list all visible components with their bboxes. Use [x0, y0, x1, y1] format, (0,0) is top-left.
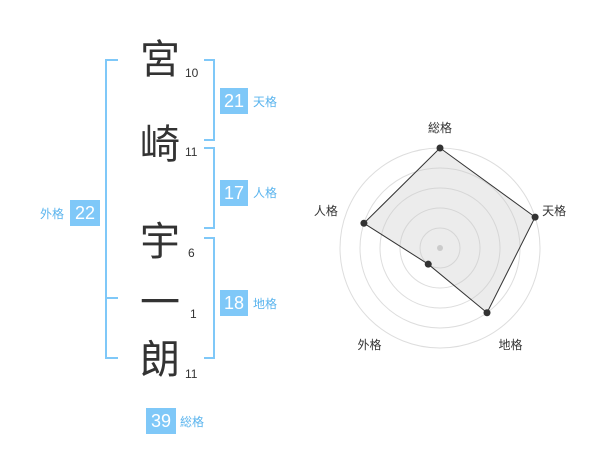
radar-polygon [363, 147, 536, 314]
chikaku-bracket [204, 237, 215, 359]
radar-axis-label: 天格 [542, 203, 566, 218]
radar-point [531, 213, 539, 221]
jinkaku-value-badge: 17 [220, 180, 248, 206]
radar-point [436, 144, 444, 152]
chikaku-label: 地格 [253, 297, 278, 311]
radar-axis-label: 地格 [499, 337, 523, 352]
stroke-count-2: 11 [185, 145, 198, 159]
radar-point [483, 309, 491, 317]
gaikaku-value-badge: 22 [70, 200, 100, 226]
stroke-count-5: 11 [185, 367, 198, 381]
radar-point [360, 219, 368, 227]
radar-point [424, 260, 432, 268]
gaikaku-bracket [105, 59, 118, 359]
name-char-5: 朗 [140, 337, 180, 383]
radar-axis-label: 総格 [428, 120, 452, 135]
soukaku-label: 総格 [180, 415, 205, 429]
stroke-count-1: 10 [185, 66, 199, 80]
radar-axis-label: 人格 [314, 203, 338, 218]
chikaku-value-badge: 18 [220, 290, 248, 316]
name-char-3: 宇 [140, 219, 180, 265]
soukaku-value-badge: 39 [146, 408, 176, 434]
tenkaku-label: 天格 [253, 95, 278, 109]
tenkaku-bracket [204, 59, 215, 141]
radar-ring [379, 187, 501, 309]
stroke-count-3: 6 [188, 246, 195, 260]
tenkaku-value-badge: 21 [220, 88, 248, 114]
radar-ring [419, 227, 461, 269]
stroke-count-4: 1 [190, 307, 197, 321]
jinkaku-label: 人格 [253, 186, 278, 200]
jinkaku-bracket [204, 147, 215, 229]
radar-axis-label: 外格 [357, 337, 381, 352]
radar-center [437, 245, 443, 251]
gaikaku-label: 外格 [40, 207, 65, 221]
radar-ring [399, 207, 481, 289]
name-char-2: 崎 [140, 122, 180, 168]
name-char-1: 宮 [140, 37, 180, 83]
name-char-4: 一 [140, 280, 180, 326]
